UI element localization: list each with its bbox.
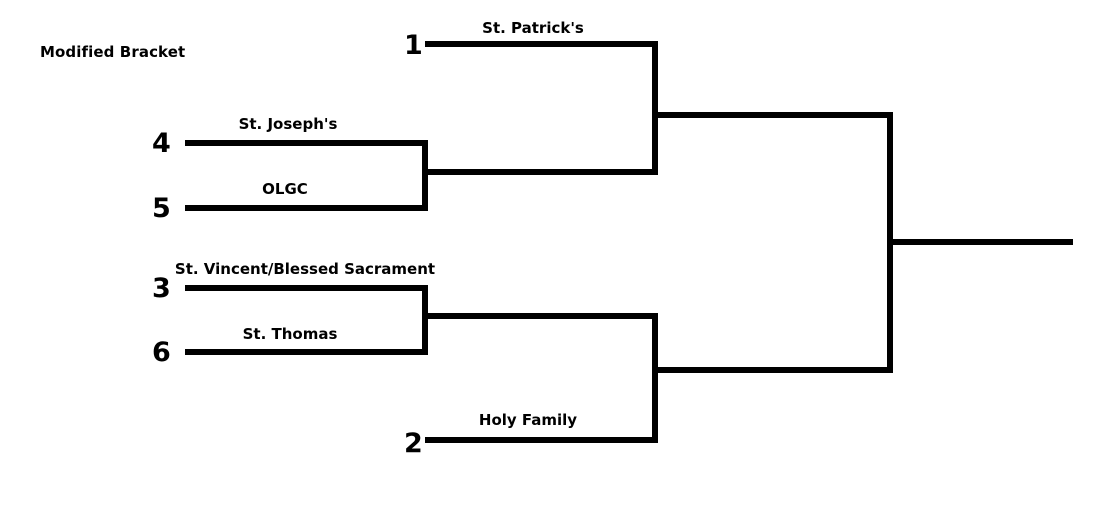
seed-1: 1 <box>404 30 423 61</box>
team-st-patricks: St. Patrick's <box>482 19 584 37</box>
seed-3: 3 <box>152 273 171 304</box>
team-st-josephs: St. Joseph's <box>238 115 338 133</box>
seed-2: 2 <box>404 428 423 459</box>
team-olgc: OLGC <box>262 180 308 198</box>
team-st-vincent-blessed-sacrament: St. Vincent/Blessed Sacrament <box>174 260 436 278</box>
seed-5: 5 <box>152 193 171 224</box>
team-holy-family: Holy Family <box>478 411 578 429</box>
seed-4: 4 <box>152 128 171 159</box>
bracket-title: Modified Bracket <box>40 43 186 61</box>
team-st-thomas: St. Thomas <box>242 325 338 343</box>
seed-6: 6 <box>152 337 171 368</box>
